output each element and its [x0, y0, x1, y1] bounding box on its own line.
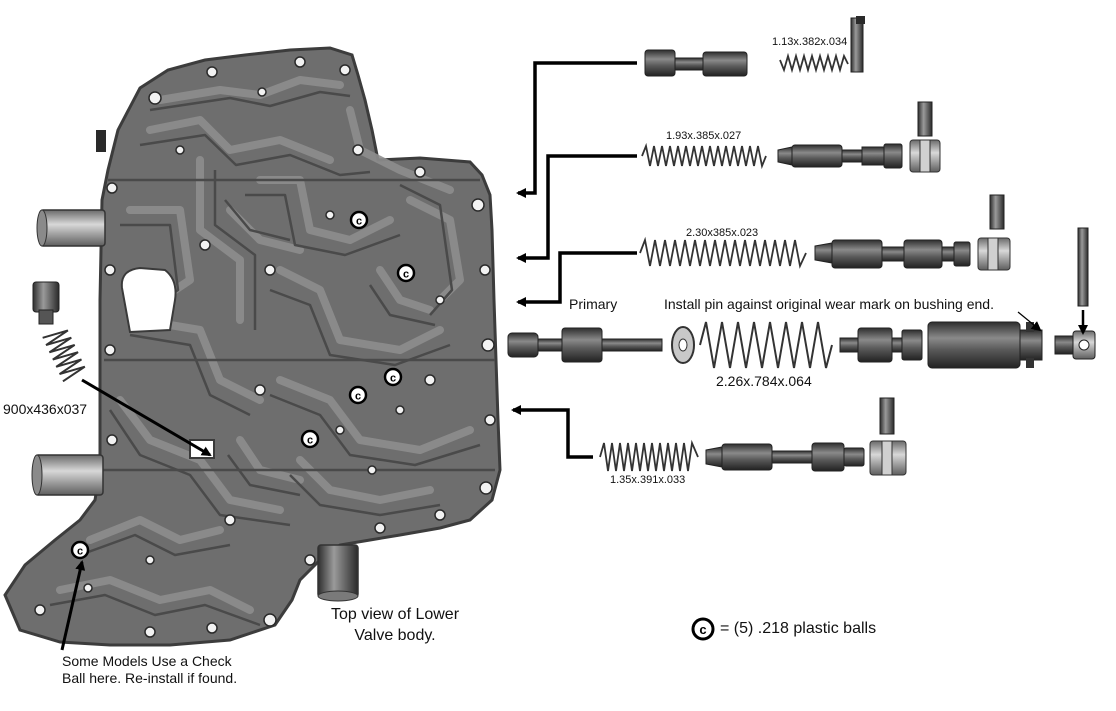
svg-text:c: c	[77, 546, 83, 558]
row-2-valve	[777, 143, 903, 169]
install-pin-pointer	[1017, 311, 1042, 332]
arrow-row-3	[516, 251, 637, 307]
svg-text:c: c	[356, 216, 362, 228]
check-ball-note-line2: Ball here. Re-install if found.	[62, 670, 238, 686]
check-ball-pointer	[60, 560, 86, 651]
check-ball-marker: c	[349, 210, 369, 230]
row-5-pin	[879, 397, 895, 435]
row-4-valve-right	[839, 327, 923, 363]
bracket-arrows	[511, 61, 637, 459]
row-3-bushing	[977, 237, 1011, 271]
side-plug-lower	[31, 454, 104, 496]
row-4-sleeve	[927, 321, 1043, 369]
svg-text:c: c	[699, 622, 706, 637]
row-3-valve	[814, 239, 971, 269]
svg-text:c: c	[307, 435, 313, 447]
check-ball-marker: c	[348, 385, 368, 405]
top-view-title-line1: Top view of Lower	[330, 606, 460, 623]
legend-symbol-icon: c	[691, 617, 715, 641]
row-2-pin	[917, 101, 933, 137]
svg-text:c: c	[390, 373, 396, 385]
check-ball-markers: c c c c c c	[70, 210, 416, 560]
row-3-spring	[639, 236, 807, 269]
left-spring-pointer	[81, 378, 212, 457]
spring-5-spec: 1.35x.391x.033	[610, 474, 686, 486]
svg-text:c: c	[403, 269, 409, 281]
row-4-valve-left	[507, 327, 663, 363]
spring-4-spec: 2.26x.784x.064	[716, 373, 812, 389]
arrow-row-1	[516, 61, 637, 198]
spring-3-spec: 2.30x385x.023	[686, 227, 759, 239]
side-plug-upper	[36, 209, 106, 247]
top-view-title-line2: Valve body.	[354, 627, 436, 644]
row-2-bushing	[909, 139, 941, 173]
row-5-valve	[705, 442, 865, 472]
check-ball-marker: c	[383, 367, 403, 387]
left-spring	[42, 329, 86, 383]
row-2-spring	[641, 142, 767, 170]
primary-label: Primary	[569, 296, 618, 312]
spring-2-spec: 1.93x.385x.027	[666, 130, 742, 142]
row-5-spring	[599, 439, 699, 472]
row-1-valve	[644, 49, 748, 77]
arrow-row-2	[516, 154, 637, 263]
row-1-spring	[779, 52, 849, 74]
check-ball-marker: c	[396, 263, 416, 283]
valve-body-casting: c c c c c c	[3, 46, 502, 647]
casting-cutout	[120, 266, 177, 334]
left-plug	[32, 281, 60, 325]
casting-bolt-holes	[34, 56, 496, 638]
check-ball-note-line1: Some Models Use a Check	[62, 653, 232, 669]
bottom-plug	[317, 544, 359, 602]
left-spring-spec: 900x436x037	[3, 401, 88, 417]
row-4-spring	[699, 321, 833, 369]
svg-text:c: c	[355, 391, 361, 403]
top-tab	[96, 130, 106, 152]
row-4-washer	[671, 326, 695, 364]
arrow-row-5	[511, 405, 593, 459]
row-5-bushing	[869, 440, 907, 476]
check-ball-marker: c	[300, 429, 320, 449]
check-ball-marker: c	[70, 540, 90, 560]
spring-1-spec: 1.13x.382x.034	[772, 36, 848, 48]
row-1-pin	[850, 16, 865, 73]
row-4-pin	[1077, 227, 1089, 307]
row-4-end-plug	[1054, 330, 1096, 360]
legend-text: = (5) .218 plastic balls	[720, 620, 877, 637]
row-3-pin	[989, 194, 1005, 230]
install-pin-note: Install pin against original wear mark o…	[664, 296, 994, 312]
